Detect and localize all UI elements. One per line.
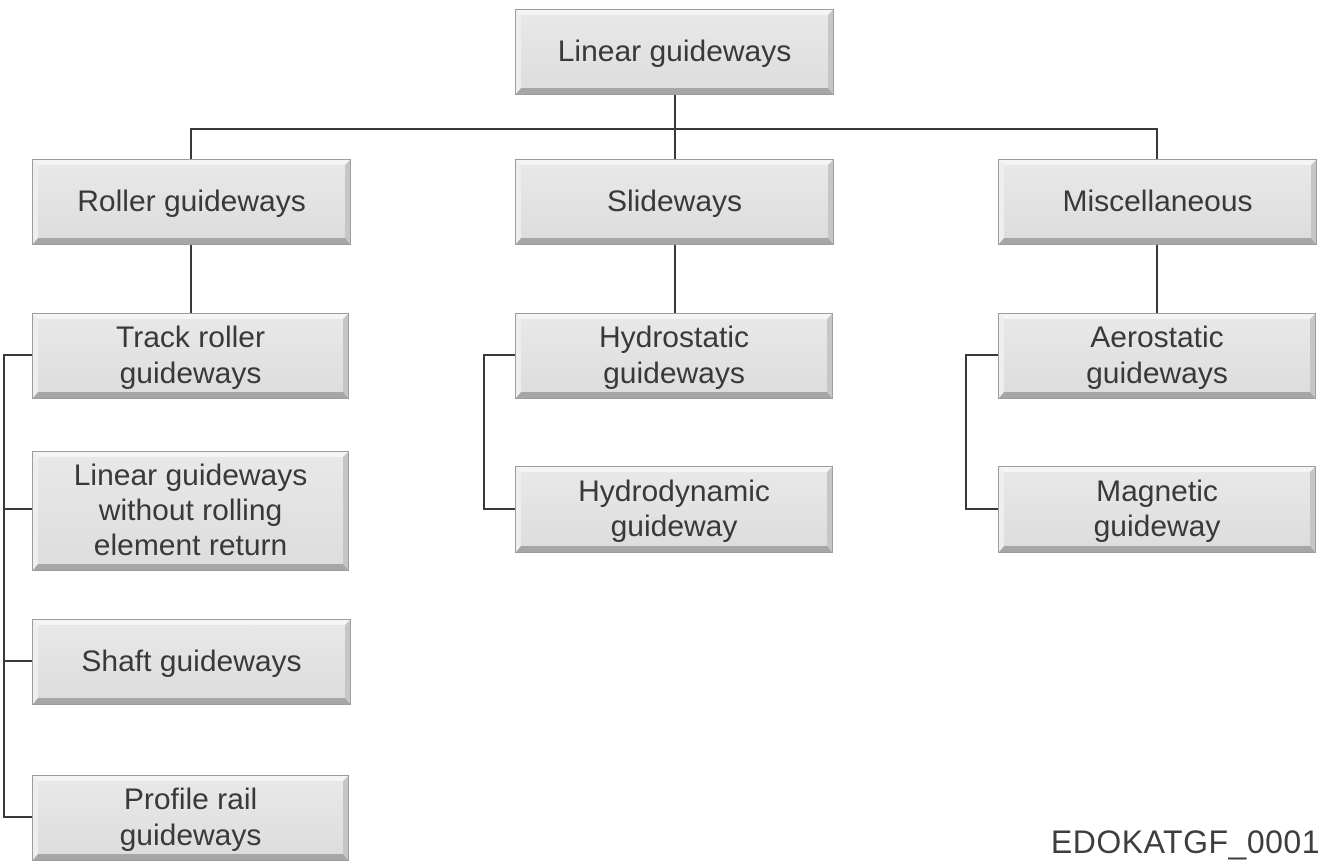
connector-bracket2-vertical bbox=[483, 354, 485, 510]
connector-bracket1-stub-track bbox=[3, 354, 33, 356]
node-track-roller-guideways: Track roller guideways bbox=[32, 313, 349, 399]
connector-bracket3-stub-aerostatic bbox=[965, 354, 999, 356]
node-linear-guideways-without-rolling-element-return: Linear guideways without rolling element… bbox=[32, 451, 349, 571]
connector-top-left-drop bbox=[190, 128, 192, 160]
connector-root-down bbox=[674, 94, 676, 160]
connector-top-horizontal bbox=[190, 128, 1158, 130]
connector-bracket1-stub-linearwo bbox=[3, 508, 33, 510]
connector-roller-to-track bbox=[190, 244, 192, 314]
connector-slideways-to-hydrostatic bbox=[674, 244, 676, 314]
connector-bracket2-stub-hydrostatic bbox=[483, 354, 516, 356]
connector-misc-to-aerostatic bbox=[1156, 244, 1158, 314]
node-profile-rail-guideways: Profile rail guideways bbox=[32, 775, 349, 861]
node-hydrodynamic-guideway: Hydrodynamic guideway bbox=[515, 466, 833, 553]
connector-bracket1-vertical bbox=[3, 354, 5, 818]
node-hydrostatic-guideways: Hydrostatic guideways bbox=[515, 313, 833, 399]
connector-bracket1-stub-shaft bbox=[3, 660, 33, 662]
connector-bracket2-stub-hydrodynamic bbox=[483, 508, 516, 510]
connector-bracket3-vertical bbox=[965, 354, 967, 510]
node-roller-guideways: Roller guideways bbox=[32, 159, 351, 245]
node-shaft-guideways: Shaft guideways bbox=[32, 619, 351, 705]
connector-bracket1-stub-profile bbox=[3, 816, 33, 818]
node-linear-guideways: Linear guideways bbox=[515, 9, 834, 95]
node-aerostatic-guideways: Aerostatic guideways bbox=[998, 313, 1316, 399]
node-slideways: Slideways bbox=[515, 159, 834, 245]
connector-bracket3-stub-magnetic bbox=[965, 508, 999, 510]
connector-top-right-drop bbox=[1156, 128, 1158, 160]
node-miscellaneous: Miscellaneous bbox=[998, 159, 1317, 245]
node-magnetic-guideway: Magnetic guideway bbox=[998, 466, 1316, 553]
figure-id: EDOKATGF_0001 bbox=[1050, 824, 1320, 860]
